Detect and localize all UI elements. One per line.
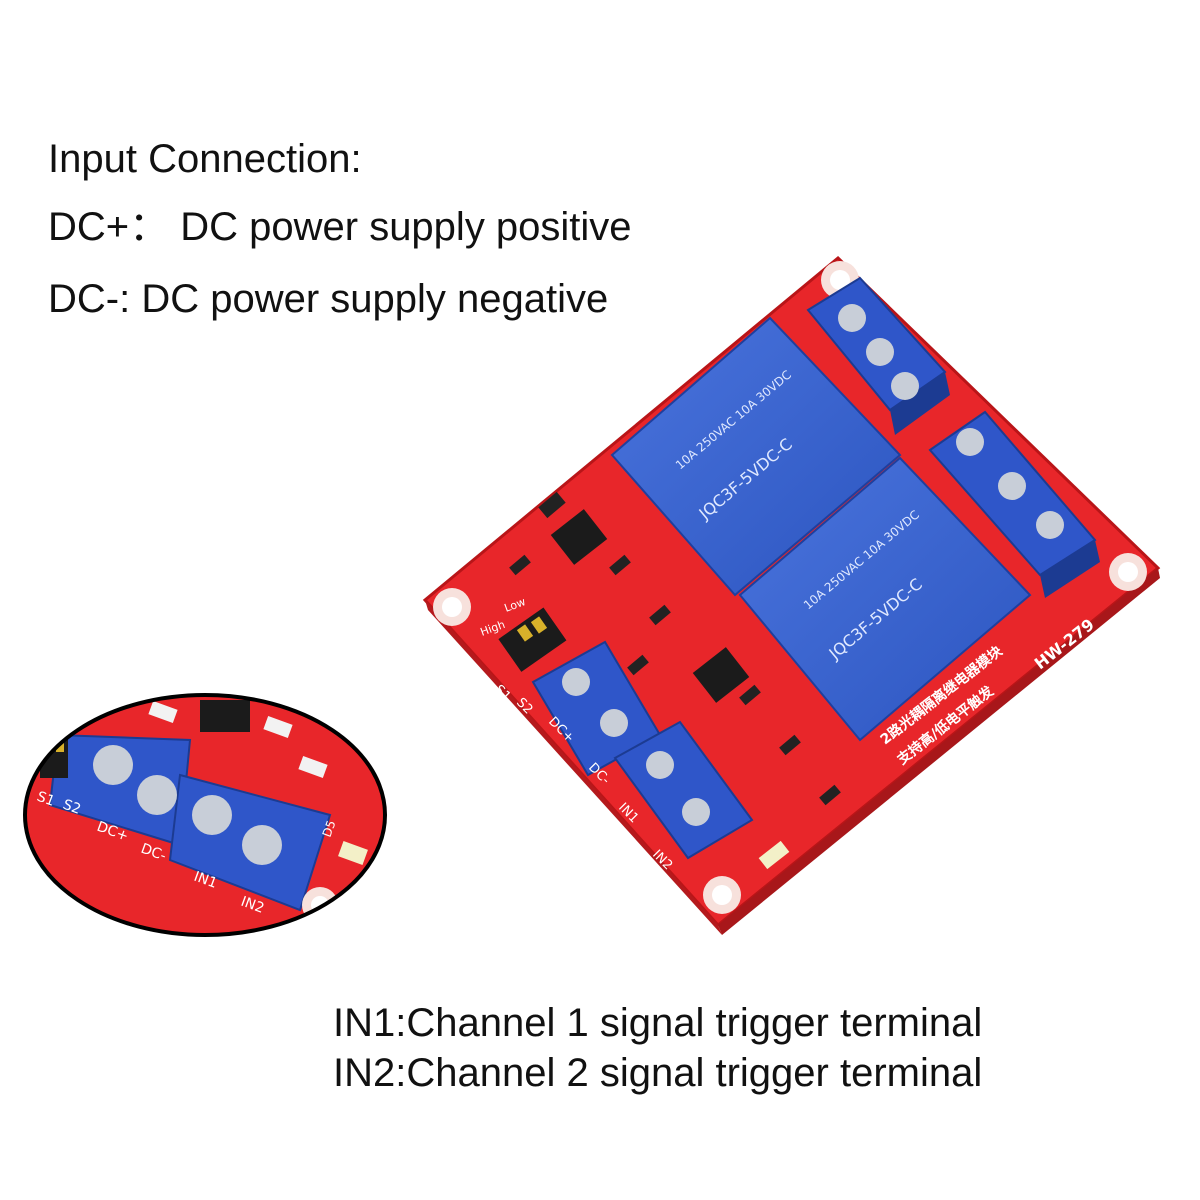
- inset-chip: [200, 700, 250, 732]
- inset-label-d5: D5: [320, 818, 339, 839]
- output-terminal-block-1: [806, 276, 950, 435]
- terminal-zoom-inset: S1 S2 DC+ DC- IN1 IN2 D5: [23, 693, 387, 937]
- inset-label-s1: S1: [35, 789, 57, 810]
- mounting-hole: [1109, 553, 1147, 591]
- dc-minus-caption: DC-: DC power supply negative: [48, 277, 609, 321]
- power-led: [758, 840, 790, 870]
- dc-plus-caption: DC+： DC power supply positive: [48, 205, 632, 249]
- input-connection-heading: Input Connection:: [48, 137, 362, 181]
- input-terminal-block-2: [613, 720, 754, 860]
- in2-caption: IN2:Channel 2 signal trigger terminal: [333, 1051, 983, 1095]
- smd-components: [509, 491, 841, 806]
- optocoupler-chip: [550, 509, 608, 565]
- relay-board: JQC3F-5VDC-C 10A 250VAC 10A 30VDC JQC3F-…: [422, 255, 1161, 935]
- inset-outline: [23, 693, 387, 937]
- inset-label-in1: IN1: [192, 869, 220, 892]
- inset-silkscreen-labels: S1 S2 DC+ DC- IN1 IN2 D5: [35, 789, 339, 917]
- relay-2: JQC3F-5VDC-C 10A 250VAC 10A 30VDC: [738, 456, 1032, 742]
- optocoupler-chip: [692, 647, 750, 703]
- inset-led: [338, 841, 368, 865]
- in1-caption: IN1:Channel 1 signal trigger terminal: [333, 1001, 983, 1045]
- relay-1: JQC3F-5VDC-C 10A 250VAC 10A 30VDC: [610, 316, 902, 597]
- inset-label-in2: IN2: [239, 894, 267, 917]
- mounting-hole: [433, 588, 471, 626]
- mounting-hole: [703, 876, 741, 914]
- jumper-header: [498, 607, 567, 672]
- output-terminal-block-2: [928, 410, 1100, 598]
- inset-label-s2: S2: [61, 797, 83, 818]
